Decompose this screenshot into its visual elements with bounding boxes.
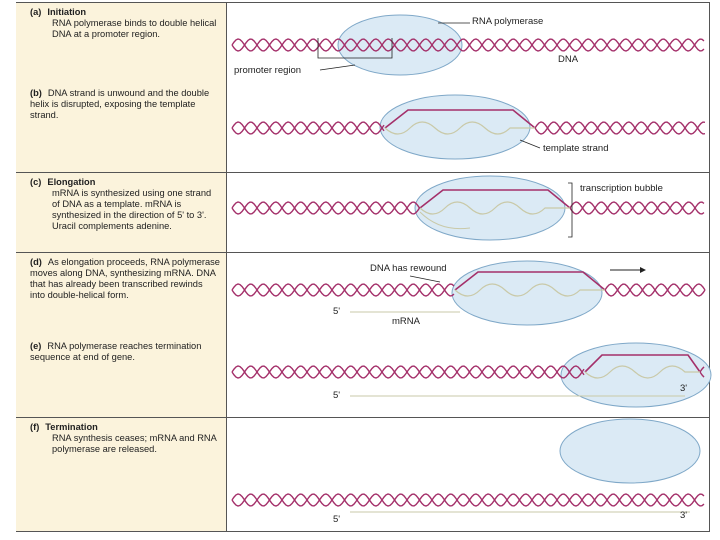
dna-helix-f bbox=[231, 493, 705, 507]
dna-strand-b bbox=[231, 365, 585, 379]
dna-strand-b bbox=[231, 38, 705, 52]
row-divider-e-f bbox=[16, 417, 710, 418]
dna-helix-d bbox=[231, 283, 706, 297]
transcription-bubble-label: transcription bubble bbox=[580, 183, 663, 194]
template-strand-label: template strand bbox=[543, 143, 609, 154]
dna-strand-b bbox=[699, 366, 705, 373]
dna-strand-a bbox=[231, 493, 705, 507]
rna-polymerase-f bbox=[559, 418, 701, 484]
dna-helix-a bbox=[231, 38, 705, 52]
dna-strand-a bbox=[569, 201, 705, 215]
panel-d-text: (d)As elongation proceeds, RNA polymeras… bbox=[16, 253, 226, 337]
template-leader bbox=[519, 139, 541, 149]
dna-strand-a bbox=[231, 38, 705, 52]
coding-strand-e bbox=[584, 354, 701, 373]
dna-label: DNA bbox=[558, 54, 579, 65]
rna-polymerase-c bbox=[414, 175, 566, 241]
panel-b-label: (b) bbox=[30, 88, 42, 98]
row-divider-b-c bbox=[16, 172, 710, 173]
dna-strand-b bbox=[231, 201, 421, 215]
coding-strand-d bbox=[454, 271, 606, 291]
panel-f-body: RNA synthesis ceases; mRNA and RNA polym… bbox=[52, 433, 217, 454]
mrna-strand-c bbox=[419, 211, 471, 230]
mrna-label: mRNA bbox=[392, 316, 420, 327]
dna-helix-e bbox=[231, 365, 705, 379]
panel-c-body: mRNA is synthesized using one strand of … bbox=[52, 188, 212, 231]
dna-strand-b bbox=[231, 121, 385, 135]
promoter-leader bbox=[319, 64, 356, 71]
panel-c-text: (c) Elongation mRNA is synthesized using … bbox=[16, 173, 226, 252]
dna-strand-a bbox=[534, 121, 706, 135]
dna-strand-a bbox=[231, 201, 421, 215]
three-prime-label-e: 3' bbox=[680, 383, 688, 394]
panel-d-label: (d) bbox=[30, 257, 42, 267]
panel-f-label: (f) bbox=[30, 422, 40, 432]
dna-rewound-label: DNA has rewound bbox=[370, 263, 447, 274]
panel-f-text: (f) Termination RNA synthesis ceases; mRN… bbox=[16, 418, 226, 531]
bubble-bracket bbox=[568, 182, 573, 238]
three-prime-label-f: 3' bbox=[680, 510, 688, 521]
panel-b-text: (b)DNA strand is unwound and the double … bbox=[16, 84, 226, 172]
template-strand-d bbox=[454, 283, 605, 297]
panel-b-body: DNA strand is unwound and the double hel… bbox=[30, 88, 210, 120]
dna-strand-b bbox=[534, 121, 706, 135]
dna-strand-b bbox=[231, 493, 705, 507]
panel-d-body: As elongation proceeds, RNA polymerase m… bbox=[30, 257, 220, 300]
panel-a-body: RNA polymerase binds to double helical D… bbox=[52, 18, 217, 39]
dna-helix-c bbox=[231, 201, 705, 215]
coding-strand-b bbox=[384, 109, 536, 129]
panel-e-text: (e)RNA polymerase reaches termination se… bbox=[16, 337, 226, 417]
promoter-bracket bbox=[317, 38, 393, 59]
column-divider bbox=[226, 2, 227, 532]
row-divider-c-d bbox=[16, 252, 710, 253]
five-prime-label-d: 5' bbox=[333, 306, 341, 317]
panel-f-heading: Termination bbox=[45, 422, 98, 432]
panel-a-text: (a) Initiation RNA polymerase binds to do… bbox=[16, 3, 226, 84]
panel-c-label: (c) bbox=[30, 177, 42, 187]
template-strand-c bbox=[419, 201, 570, 215]
template-strand-b bbox=[384, 121, 535, 135]
five-prime-label-f: 5' bbox=[333, 514, 341, 525]
direction-arrowhead bbox=[640, 267, 646, 273]
five-prime-label-e: 5' bbox=[333, 390, 341, 401]
panel-a-heading: Initiation bbox=[47, 7, 87, 17]
promoter-region-label: promoter region bbox=[234, 65, 302, 76]
panel-e-body: RNA polymerase reaches termination seque… bbox=[30, 341, 202, 362]
dna-strand-a bbox=[699, 371, 705, 378]
panel-a-label: (a) bbox=[30, 7, 42, 17]
rna-polymerase-a bbox=[337, 14, 463, 76]
rna-polymerase-b bbox=[379, 94, 531, 160]
dna-strand-b bbox=[231, 283, 455, 297]
dna-strand-a bbox=[231, 283, 455, 297]
dna-strand-b bbox=[604, 283, 706, 297]
panel-e-label: (e) bbox=[30, 341, 42, 351]
dna-helix-b bbox=[231, 121, 706, 135]
rewound-leader bbox=[409, 275, 441, 283]
template-strand-e bbox=[584, 365, 700, 379]
dna-strand-a bbox=[231, 365, 585, 379]
coding-strand-c bbox=[419, 189, 571, 209]
rna-polymerase-label: RNA polymerase bbox=[472, 16, 544, 27]
dna-strand-b bbox=[569, 201, 705, 215]
panel-c-heading: Elongation bbox=[47, 177, 96, 187]
